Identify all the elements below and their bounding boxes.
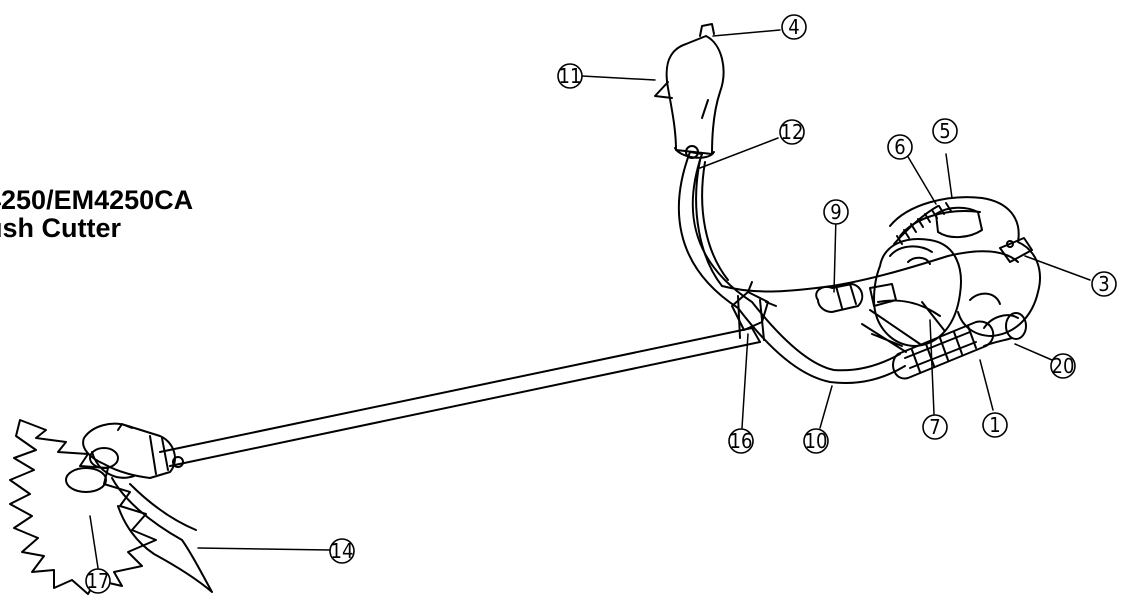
callout-16-text: 16 bbox=[730, 429, 753, 453]
callout-9: 9 bbox=[823, 199, 849, 225]
callout-17: 17 bbox=[85, 568, 111, 594]
callout-11: 11 bbox=[557, 63, 583, 89]
callout-4-text: 4 bbox=[788, 15, 799, 39]
muffler-outlet bbox=[983, 312, 1027, 347]
callout-10: 10 bbox=[803, 428, 829, 454]
drive-shaft bbox=[159, 327, 761, 467]
callout-5: 5 bbox=[932, 118, 958, 144]
callout-17-text: 17 bbox=[87, 569, 110, 593]
callout-1: 1 bbox=[982, 412, 1008, 438]
callout-3-text: 3 bbox=[1098, 272, 1109, 296]
leader-lines bbox=[89, 29, 1091, 569]
title-line-product: ush Cutter bbox=[0, 213, 121, 243]
callout-1-text: 1 bbox=[989, 413, 1000, 437]
throttle-cable bbox=[695, 159, 1019, 293]
throttle-grip bbox=[654, 23, 725, 159]
engine-unit bbox=[861, 238, 962, 353]
callout-7-text: 7 bbox=[929, 415, 940, 439]
callout-12: 12 bbox=[779, 119, 805, 145]
callout-9-text: 9 bbox=[830, 200, 841, 224]
title-line-model: 4250/EM4250CA bbox=[0, 185, 194, 215]
callout-labels: 11 4 12 6 5 9 3 20 bbox=[85, 14, 1117, 594]
gear-case bbox=[82, 422, 184, 479]
callout-12-text: 12 bbox=[781, 120, 804, 144]
diagram-title: 4250/EM4250CA ush Cutter bbox=[0, 186, 193, 242]
callout-6: 6 bbox=[887, 134, 913, 160]
callout-16: 16 bbox=[728, 428, 754, 454]
callout-11-text: 11 bbox=[559, 64, 582, 88]
engine-cover bbox=[889, 196, 1041, 337]
callout-7: 7 bbox=[922, 414, 948, 440]
callout-6-text: 6 bbox=[894, 135, 905, 159]
callout-14-text: 14 bbox=[331, 539, 354, 563]
handle-bar bbox=[677, 151, 906, 384]
callout-5-text: 5 bbox=[939, 119, 950, 143]
callout-10-text: 10 bbox=[805, 429, 828, 453]
callout-14: 14 bbox=[329, 538, 355, 564]
callout-4: 4 bbox=[781, 14, 807, 40]
callout-20-text: 20 bbox=[1052, 354, 1075, 378]
handle-clamp bbox=[731, 281, 777, 341]
shaft-clamp bbox=[815, 283, 897, 313]
callout-20: 20 bbox=[1050, 353, 1076, 379]
callout-3: 3 bbox=[1091, 271, 1117, 297]
